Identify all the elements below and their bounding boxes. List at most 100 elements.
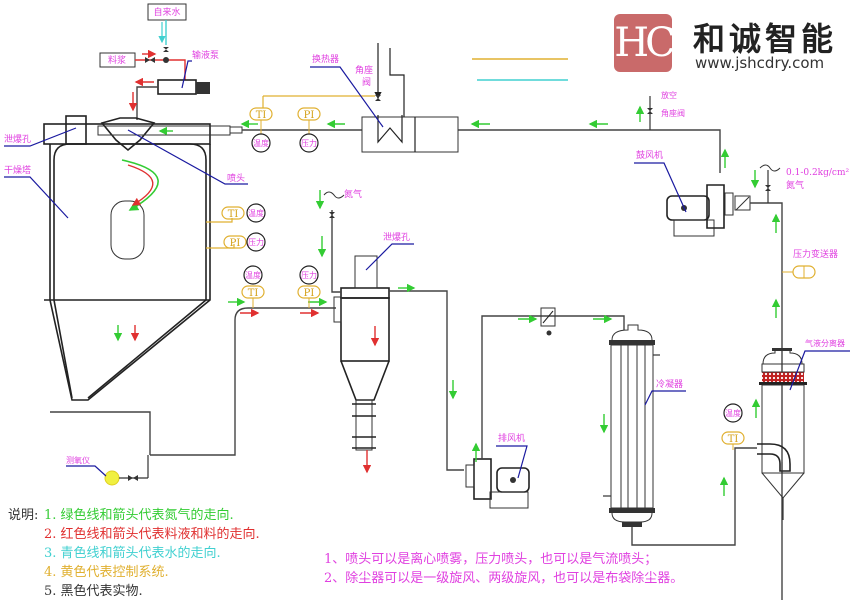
legend-row-2: 2. 红色线和箭头代表料液和料的走向. bbox=[8, 525, 260, 544]
legend-item-control: 4. 黄色代表控制系统. bbox=[44, 565, 169, 580]
slurry-pipe bbox=[135, 59, 186, 80]
legend-row-4: 4. 黄色代表控制系统. bbox=[8, 563, 260, 582]
pressure-readout: 压力 bbox=[301, 270, 317, 280]
cyclone-separator bbox=[333, 255, 390, 451]
nitrogen-purge-pipe bbox=[331, 210, 341, 293]
condenser bbox=[603, 324, 660, 527]
exhaust-fan bbox=[465, 458, 530, 509]
tower-outlet-pipe bbox=[150, 307, 336, 456]
nitrogen-valve-handle-icon bbox=[759, 164, 781, 172]
legend-row-5: 5. 黑色代表实物. bbox=[8, 582, 260, 601]
fan-to-condenser-pipe bbox=[481, 315, 625, 459]
check-valve bbox=[540, 307, 556, 336]
explosion-vent-label: 泄爆孔 bbox=[4, 133, 31, 145]
feed-pump-label: 输液泵 bbox=[192, 49, 219, 61]
pressure-indicator-1: PI 压力 bbox=[297, 107, 321, 153]
purge-valve-icon bbox=[329, 212, 335, 218]
temperature-indicator-4: 温度 TI bbox=[721, 403, 745, 450]
note-1: 1、喷头可以是离心喷雾，压力喷头，也可以是气流喷头； bbox=[324, 552, 658, 567]
vent-label: 放空 bbox=[661, 90, 677, 100]
legend-heading: 说明: bbox=[8, 508, 39, 523]
exhaust-fan-label: 排风机 bbox=[498, 432, 525, 444]
temperature-readout: 温度 bbox=[725, 408, 741, 418]
tap-water-label: 自来水 bbox=[153, 6, 180, 18]
condenser-label: 冷凝器 bbox=[656, 378, 683, 390]
separator-leader bbox=[789, 350, 850, 391]
ti-tag: TI bbox=[256, 110, 267, 121]
legend-item-material: 2. 红色线和箭头代表料液和料的走向. bbox=[44, 527, 260, 542]
junction-valve-icon bbox=[163, 57, 169, 63]
blower bbox=[666, 184, 751, 237]
legend-row-3: 3. 青色线和箭头代表水的走向. bbox=[8, 544, 260, 563]
tap-water-box: 自来水 bbox=[147, 3, 187, 21]
angle-valve-2-label: 角座阀 bbox=[661, 108, 685, 118]
legend: 说明: 1. 绿色线和箭头代表氮气的走向. 2. 红色线和箭头代表料液和料的走向.… bbox=[8, 506, 260, 601]
slurry-label: 料浆 bbox=[108, 54, 126, 66]
exhaust-fan-leader bbox=[496, 445, 528, 479]
pi-tag: PI bbox=[304, 110, 315, 121]
legend-item-equipment: 5. 黑色代表实物. bbox=[44, 584, 143, 599]
temperature-readout: 温度 bbox=[248, 208, 264, 218]
vent-valve-icon bbox=[647, 108, 653, 114]
legend-item-water: 3. 青色线和箭头代表水的走向. bbox=[44, 546, 221, 561]
pressure-transmitter-label: 压力变送器 bbox=[793, 248, 838, 260]
pressure-transmitter bbox=[782, 265, 816, 279]
logo-mark: HC bbox=[614, 20, 676, 66]
slurry-valve-icon bbox=[145, 57, 155, 63]
drying-tower-label: 干燥塔 bbox=[4, 164, 31, 176]
purge-nitrogen-label: 氮气 bbox=[344, 188, 362, 200]
legend-item-nitrogen: 1. 绿色线和箭头代表氮气的走向. bbox=[44, 508, 234, 523]
condenser-to-separator-pipe bbox=[631, 447, 757, 546]
angle-valve-label: 角座 bbox=[355, 64, 373, 76]
ti-tag: TI bbox=[248, 288, 259, 299]
temperature-indicator-2: TI 温度 bbox=[221, 203, 266, 223]
cyclone-outlet-pipe bbox=[389, 290, 464, 471]
nitrogen-label: 氮气 bbox=[786, 179, 804, 191]
explosion-vent-leader bbox=[4, 127, 77, 147]
pi-tag: PI bbox=[304, 288, 315, 299]
nitrogen-pressure-label: 0.1-0.2kg/cm² bbox=[786, 168, 849, 178]
separator-label: 气液分离器 bbox=[805, 338, 845, 348]
blower-label: 鼓风机 bbox=[636, 149, 663, 161]
heat-exchanger-leader bbox=[310, 66, 384, 128]
temperature-indicator-1: TI 温度 bbox=[249, 107, 273, 153]
feed-pump-leader bbox=[181, 60, 192, 89]
pressure-indicator-3: 压力 PI bbox=[297, 265, 321, 308]
nozzle-label: 喷头 bbox=[227, 173, 245, 184]
drying-tower bbox=[43, 115, 243, 401]
temperature-indicator-3: 温度 TI bbox=[241, 265, 265, 308]
ti-tag: TI bbox=[228, 209, 239, 220]
temperature-readout: 温度 bbox=[245, 270, 261, 280]
brand-url[interactable]: www.jshcdry.com bbox=[695, 54, 825, 72]
heat-exchanger bbox=[361, 43, 459, 153]
nozzle-leader bbox=[127, 129, 248, 185]
brand-logo: HC bbox=[614, 14, 676, 72]
pressure-indicator-2: PI 压力 bbox=[223, 232, 266, 252]
pressure-readout: 压力 bbox=[248, 237, 264, 247]
oxygen-meter-leader bbox=[66, 465, 107, 477]
heat-exchanger-label: 换热器 bbox=[312, 53, 339, 65]
brand-name: 和诚智能 bbox=[693, 20, 838, 58]
return-pipe-top bbox=[458, 129, 721, 173]
blower-return-pipe bbox=[750, 202, 783, 600]
feed-line bbox=[136, 86, 158, 120]
oxygen-meter-label: 测氧仪 bbox=[66, 455, 90, 465]
legend-row-1: 说明: 1. 绿色线和箭头代表氮气的走向. bbox=[8, 506, 260, 525]
purge-valve-handle-icon bbox=[323, 191, 345, 199]
oxygen-meter bbox=[104, 455, 149, 486]
ti-tag: TI bbox=[728, 434, 739, 445]
temperature-readout: 温度 bbox=[253, 138, 269, 148]
blower-leader bbox=[634, 162, 687, 213]
feed-pump bbox=[157, 79, 210, 95]
material-swirl bbox=[127, 164, 154, 206]
tower-bottom-pipe bbox=[50, 411, 151, 455]
pressure-readout: 压力 bbox=[301, 138, 317, 148]
condenser-leader bbox=[644, 390, 686, 406]
drying-tower-leader bbox=[4, 176, 69, 219]
water-valve-icon bbox=[163, 47, 169, 52]
nitrogen-valve-icon bbox=[765, 185, 771, 191]
slurry-box: 料浆 bbox=[99, 52, 136, 68]
pi-tag: PI bbox=[230, 238, 241, 249]
angle-valve-label-2: 阀 bbox=[362, 77, 371, 88]
